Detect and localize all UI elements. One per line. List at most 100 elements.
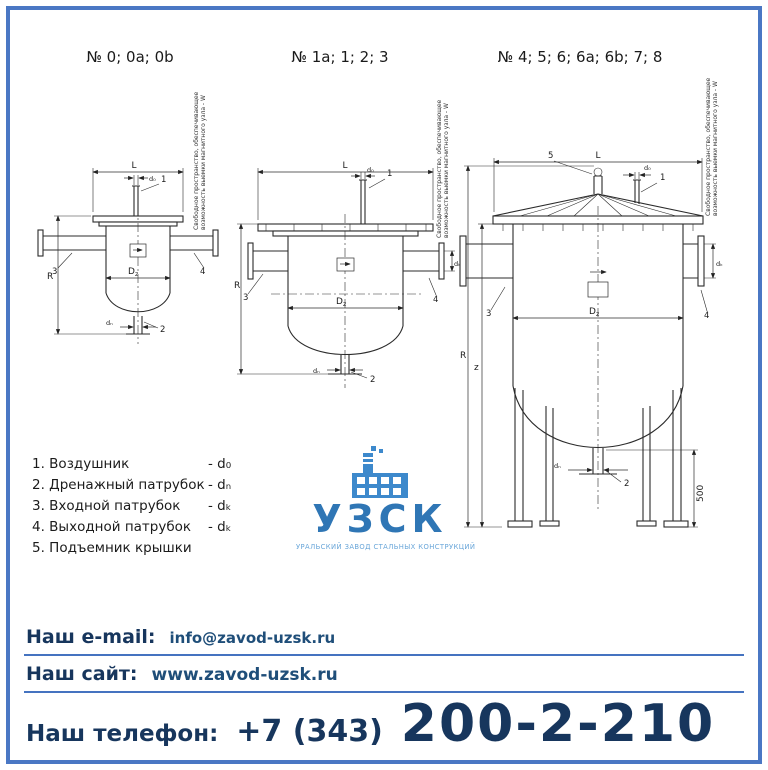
dim-Dz: Dz: [105, 267, 171, 281]
svg-text:1: 1: [387, 169, 392, 179]
vessel-drawing-2: L d₀ 1: [234, 99, 461, 388]
dim-label-z: z: [474, 363, 479, 373]
legend-item-dim: - dₖ: [208, 498, 232, 514]
dim-label-d0: d₀: [644, 164, 651, 172]
sight-box: [129, 243, 147, 258]
dim-label-R: R: [460, 351, 466, 361]
logo-name: УЗСК: [312, 497, 448, 541]
dim-label-Dz: Dz: [589, 307, 600, 318]
drain-nozzle: dₙ: [554, 448, 628, 475]
legend-item-dim: - d₀: [208, 456, 232, 472]
svg-text:3: 3: [52, 267, 57, 277]
svg-text:4: 4: [704, 311, 709, 321]
dim-Dz: Dz: [287, 297, 404, 311]
free-space-note-line1: Свободное пространство, обеспечивающее: [436, 99, 443, 238]
logo-subtitle: УРАЛЬСКИЙ ЗАВОД СТАЛЬНЫХ КОНСТРУКЦИЙ: [296, 542, 476, 551]
free-space-note-line2: возможность выемки магнитного узла - W: [200, 95, 207, 230]
site-value: www.zavod-uzsk.ru: [151, 665, 338, 685]
conical-cover: [492, 193, 704, 217]
legend-item-dim: - dₖ: [208, 519, 232, 535]
dim-L: L: [493, 151, 703, 212]
cover-lifter: [593, 167, 603, 194]
dim-label-dk: dₖ: [716, 260, 723, 268]
svg-text:3: 3: [486, 309, 491, 319]
part-number-3: 3: [486, 286, 506, 319]
legend-item-text: 3. Входной патрубок: [32, 498, 181, 514]
dim-label-dn: dₙ: [106, 319, 113, 327]
outlet-nozzle: [683, 235, 705, 287]
legend-item-2: 2. Дренажный патрубок - dₙ: [32, 477, 246, 493]
site-label: Наш сайт:: [26, 663, 138, 685]
outlet-nozzle: [170, 229, 219, 257]
free-space-note-line1: Свободное пространство, обеспечивающее: [705, 77, 712, 216]
air-vent: d₀: [351, 166, 375, 224]
legend-item-3: 3. Входной патрубок - dₖ: [32, 498, 246, 514]
dim-label-R: R: [47, 272, 53, 282]
parts-legend: 1. Воздушник - d₀ 2. Дренажный патрубок …: [32, 456, 246, 561]
divider-line-1: [24, 654, 744, 656]
dim-label-dn: dₙ: [554, 462, 561, 470]
site-row: Наш сайт: www.zavod-uzsk.ru: [26, 663, 338, 685]
vessel-body: [287, 236, 404, 356]
phone-area-code: +7 (343): [236, 714, 383, 749]
phone-number: 200-2-210: [400, 694, 716, 754]
legend-item-dim: [208, 540, 246, 556]
legend-item-1: 1. Воздушник - d₀: [32, 456, 246, 472]
inlet-nozzle: [247, 242, 288, 280]
dim-R: R: [47, 215, 126, 335]
top-flange: [257, 223, 434, 237]
email-value: info@zavod-uzsk.ru: [169, 629, 336, 647]
dim-label-d0: d₀: [367, 166, 374, 174]
drain-nozzle: dₙ: [313, 355, 363, 375]
vessel-drawing-1: L d₀ 1 3: [37, 91, 219, 344]
dim-label-dk: dₖ: [454, 260, 461, 268]
dim-label-500: 500: [696, 485, 706, 502]
dim-dk: dₖ: [704, 243, 723, 279]
sight-box: [336, 257, 355, 272]
air-vent: d₀: [623, 164, 651, 204]
part-number-2: 2: [143, 321, 165, 335]
email-row: Наш e-mail: info@zavod-uzsk.ru: [26, 626, 335, 648]
part-number-3: 3: [243, 273, 264, 303]
email-label: Наш e-mail:: [26, 626, 156, 648]
dim-label-L: L: [131, 161, 136, 171]
part-number-4: 4: [193, 252, 205, 277]
air-vent: d₀: [124, 175, 156, 216]
legend-item-text: 1. Воздушник: [32, 456, 130, 472]
part-number-4: 4: [428, 277, 438, 305]
dim-label-dn: dₙ: [313, 367, 320, 375]
dim-500: 500: [606, 449, 706, 528]
legend-item-4: 4. Выходной патрубок - dₖ: [32, 519, 246, 535]
svg-text:1: 1: [161, 175, 166, 185]
svg-text:4: 4: [433, 295, 438, 305]
dim-R: R: [234, 223, 329, 375]
part-number-2: 2: [350, 371, 375, 385]
dim-label-L: L: [342, 161, 347, 171]
drain-nozzle: dₙ: [106, 316, 156, 335]
part-number-3: 3: [52, 252, 73, 277]
free-space-note-line2: возможность выемки магнитного узла - W: [712, 81, 719, 216]
svg-text:2: 2: [160, 325, 165, 335]
divider-line-2: [24, 691, 744, 693]
support-legs: [507, 388, 689, 528]
dim-label-L: L: [595, 151, 600, 161]
svg-text:1: 1: [660, 173, 665, 183]
drawing-title-3: № 4; 5; 6; 6a; 6b; 7; 8: [497, 48, 663, 66]
company-logo: УЗСК УРАЛЬСКИЙ ЗАВОД СТАЛЬНЫХ КОНСТРУКЦИ…: [296, 446, 476, 551]
legend-item-dim: - dₙ: [208, 477, 232, 493]
part-number-5: 5: [548, 151, 593, 175]
svg-text:2: 2: [370, 375, 375, 385]
dim-label-Dz: Dz: [128, 267, 139, 278]
inlet-nozzle: [37, 229, 106, 257]
svg-text:2: 2: [624, 479, 629, 489]
dim-Dz: Dz: [512, 307, 684, 321]
free-space-note-line1: Свободное пространство, обеспечивающее: [193, 91, 200, 230]
phone-row: Наш телефон: +7 (343) 200-2-210: [26, 694, 715, 754]
part-number-4: 4: [700, 289, 709, 321]
dim-L: L: [92, 161, 184, 212]
legend-item-text: 5. Подъемник крышки: [32, 540, 192, 556]
svg-text:4: 4: [200, 267, 205, 277]
factory-icon: [352, 446, 408, 498]
phone-label: Наш телефон:: [26, 721, 219, 747]
